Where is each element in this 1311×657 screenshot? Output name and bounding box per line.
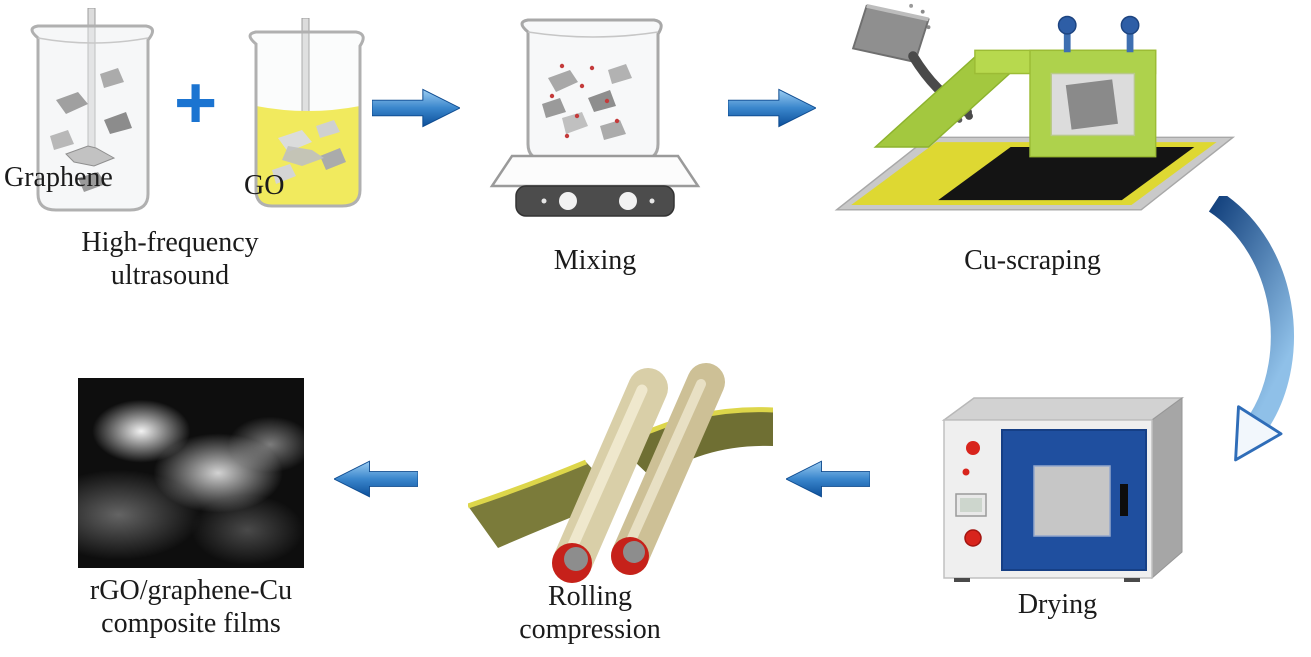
go-beaker-icon	[248, 18, 365, 208]
caption-line: Drying	[1017, 589, 1098, 620]
arrow-left-icon-2	[786, 460, 870, 498]
caption-rolling-compression: Rolling compression	[470, 580, 710, 646]
magnetic-stirrer-icon	[489, 18, 701, 217]
caption-line: composite films	[101, 608, 281, 640]
caption-line: High-frequency	[81, 227, 259, 258]
arrow-right-icon-1	[372, 88, 460, 128]
rolling-press-icon	[468, 363, 773, 583]
cu-scraping-machine-icon	[834, 3, 1236, 211]
caption-line: rGO/graphene-Cu	[89, 575, 293, 606]
composite-film-photo	[78, 378, 304, 568]
caption-mixing: Mixing	[510, 244, 680, 277]
caption-cu-scraping: Cu-scraping	[925, 244, 1140, 277]
curved-arrow-icon	[1208, 196, 1294, 462]
caption-line: ultrasound	[110, 260, 230, 292]
arrow-left-icon-1	[334, 460, 418, 498]
caption-composite-films: rGO/graphene-Cu composite films	[28, 574, 354, 640]
caption-line: Cu-scraping	[964, 245, 1101, 276]
graphene-label: Graphene	[4, 162, 113, 193]
plus-sign: +	[174, 61, 218, 144]
caption-line: Mixing	[553, 245, 637, 276]
drying-oven-icon	[941, 397, 1185, 582]
arrow-right-icon-2	[728, 88, 816, 128]
caption-line: Rolling	[547, 581, 632, 612]
caption-line: compression	[519, 614, 661, 646]
go-label: GO	[244, 170, 285, 201]
caption-high-frequency-ultrasound: High-frequency ultrasound	[25, 226, 315, 292]
caption-drying: Drying	[985, 588, 1130, 621]
graphene-beaker-icon	[30, 8, 154, 212]
